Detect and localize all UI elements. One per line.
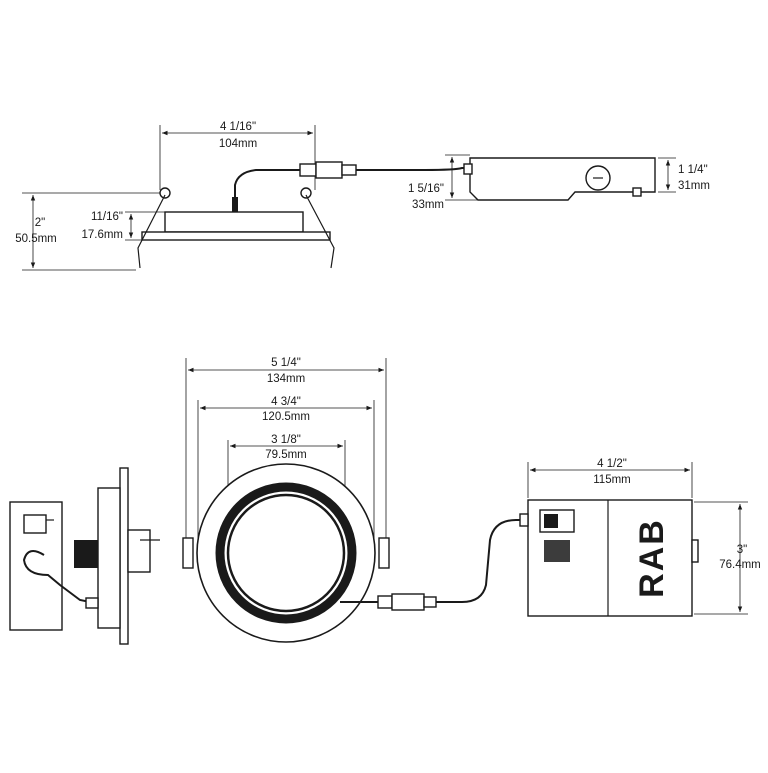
outer-dia-in: 5 1/4" [271, 357, 301, 369]
profile-driver-block [74, 540, 98, 568]
front-view: 5 1/4" 134mm 4 3/4" 120.5mm 3 1/8" 79.5m… [182, 357, 390, 643]
driver-view: 4 1/2" 115mm RAB 3" 76.4mm [519, 458, 761, 617]
driver-switch [544, 514, 558, 528]
connector-female [341, 164, 357, 176]
side-view: 4 1/16" 104mm 1 1/4" 31mm 1 5/16" [15, 121, 710, 271]
driver-height-mm: 76.4mm [719, 559, 761, 571]
spring-clip-pivot-left [159, 187, 171, 199]
trim-width-in: 4 1/16" [220, 121, 256, 133]
profile-connector [85, 597, 99, 609]
front-connector-female [423, 596, 437, 608]
spring-clip-pivot-right [300, 187, 312, 199]
outer-dia-mm: 134mm [267, 373, 305, 385]
front-clip-left [182, 537, 194, 569]
junction-box [469, 157, 656, 201]
connector-male [299, 163, 317, 177]
box-height-in: 1 5/16" [408, 183, 444, 195]
profile-cable [22, 550, 96, 604]
box-height-mm: 33mm [412, 199, 444, 211]
fixture-lens [226, 493, 346, 613]
connector-cable-left [234, 169, 300, 197]
overall-height-in: 2" [35, 217, 45, 229]
front-connector-body [391, 593, 425, 611]
fixture-wire-grommet [232, 197, 238, 212]
fixture-housing [164, 211, 304, 233]
brand-logo: RAB [633, 518, 671, 598]
fixture-trim [141, 231, 331, 241]
profile-housing [97, 487, 121, 629]
trim-width-mm: 104mm [219, 138, 257, 150]
mid-dia-mm: 120.5mm [262, 411, 310, 423]
driver-inlet [519, 513, 529, 527]
brand-logo-text: RAB [633, 518, 671, 598]
side-profile-view [9, 467, 160, 645]
profile-clip [23, 514, 47, 534]
driver-width-in: 4 1/2" [597, 458, 627, 470]
front-clip-right [378, 537, 390, 569]
trim-height-in: 11/16" [91, 211, 123, 223]
junction-box-inlet [463, 163, 473, 175]
front-cable-right [436, 519, 524, 603]
spring-clip-left [137, 194, 166, 269]
front-connector-male [377, 595, 393, 609]
jb-height-mm: 31mm [678, 180, 710, 192]
driver-label-block [544, 540, 570, 562]
profile-junction-box [9, 501, 63, 631]
profile-trim-flange [119, 467, 129, 645]
junction-box-tab [632, 187, 642, 197]
driver-width-mm: 115mm [593, 474, 631, 486]
front-cable [340, 519, 524, 611]
profile-spring-clip [127, 529, 151, 573]
fixture-lens-ring [215, 482, 357, 624]
connector-cable-right [356, 167, 470, 171]
spring-clip-right [305, 194, 335, 269]
inner-dia-mm: 79.5mm [265, 449, 307, 461]
driver-side-tab [691, 539, 699, 563]
trim-height-mm: 17.6mm [81, 229, 123, 241]
connector-body [315, 161, 343, 179]
overall-height-mm: 50.5mm [15, 233, 57, 245]
inner-dia-in: 3 1/8" [271, 434, 301, 446]
jb-height-in: 1 1/4" [678, 164, 708, 176]
driver-height-in: 3" [737, 544, 747, 556]
mid-dia-in: 4 3/4" [271, 396, 301, 408]
